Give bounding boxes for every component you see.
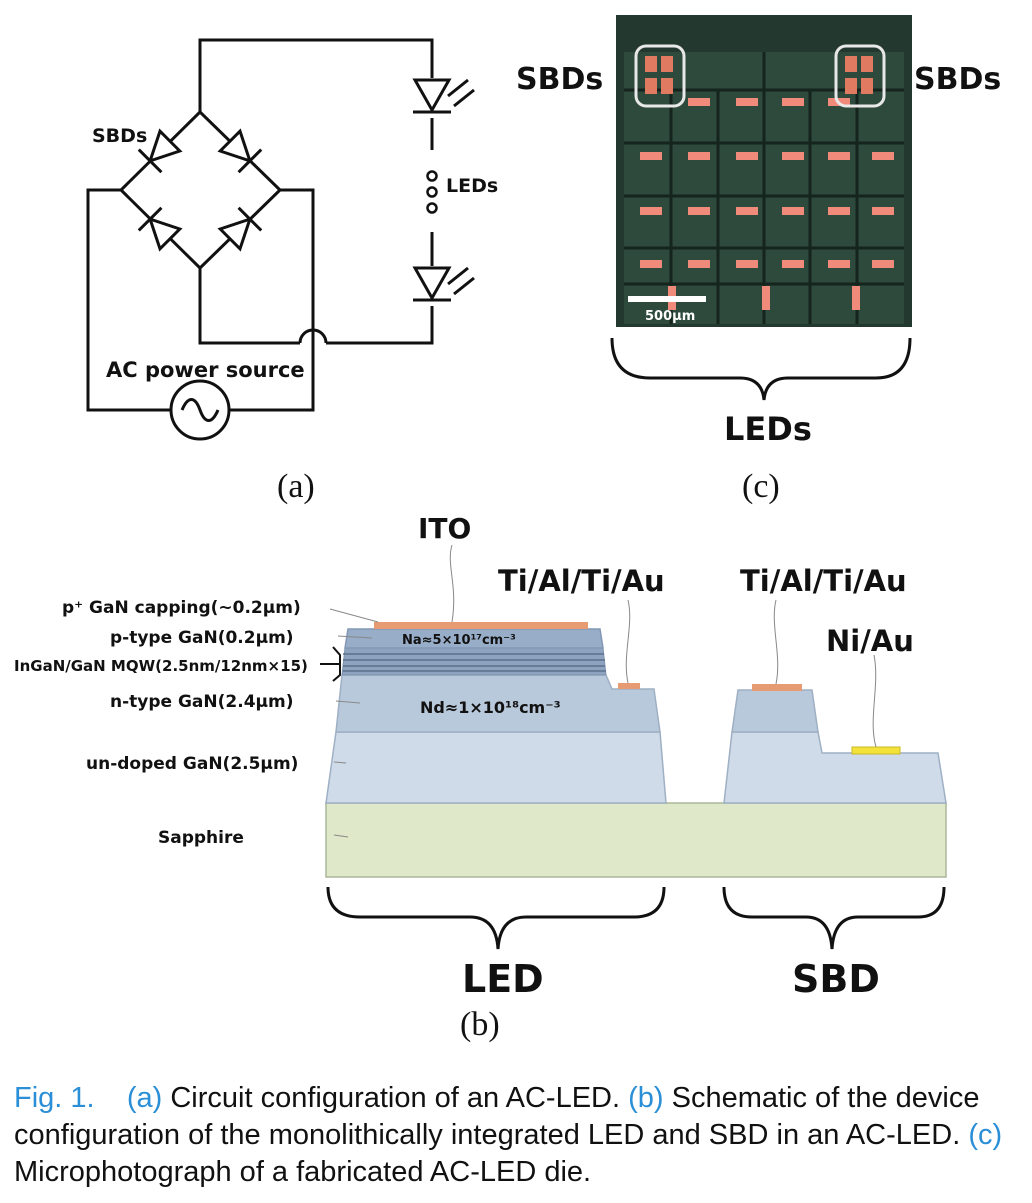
layer-label-ntype: n-type GaN(2.4μm)	[110, 692, 294, 712]
contact-label-left: Ti/Al/Ti/Au	[498, 564, 665, 598]
niau-label: Ni/Au	[826, 624, 914, 658]
sbd-brace	[722, 886, 946, 950]
circuit-wires	[86, 38, 434, 412]
sbd-brace-label: SBD	[792, 957, 880, 1001]
sbd-undoped-layer	[723, 731, 947, 804]
layer-label-sapphire: Sapphire	[158, 828, 244, 848]
contact-label-right: Ti/Al/Ti/Au	[740, 564, 907, 598]
sbds-label-c-right: SBDs	[914, 62, 1001, 97]
layer-label-capping: p⁺ GaN capping(~0.2μm)	[62, 598, 301, 618]
die-microphotograph: 500μm SBDs SBDs LEDs (c)	[516, 15, 1001, 505]
sbd-highlight-right	[834, 44, 886, 108]
sbd-diode-upper-left	[137, 128, 183, 174]
ito-contact	[374, 622, 588, 629]
leader-lines	[329, 544, 877, 838]
sbds-label-c-left: SBDs	[516, 62, 603, 97]
sbd-highlight-left	[634, 44, 686, 108]
led-ellipsis-dots	[426, 170, 438, 214]
scale-bar	[628, 296, 706, 302]
led-symbol-bottom	[412, 266, 475, 302]
layer-label-mqw: InGaN/GaN MQW(2.5nm/12nm×15)	[14, 657, 308, 675]
caption-fig-number: Fig. 1.	[14, 1082, 95, 1114]
caption-text-b: Schematic of the device configuration of…	[14, 1082, 980, 1151]
leds-label-a: LEDs	[446, 175, 498, 197]
layer-label-undoped: un-doped GaN(2.5μm)	[86, 754, 298, 774]
doping-na-label: Na≈5×10¹⁷cm⁻³	[402, 633, 516, 648]
caption-text-a: Circuit configuration of an AC-LED.	[162, 1082, 629, 1114]
sapphire-layer	[325, 802, 947, 878]
panel-letter-a: (a)	[277, 468, 315, 505]
sbds-label-a: SBDs	[92, 125, 147, 147]
sbd-diode-lower-right	[217, 206, 263, 252]
ac-source-symbol	[169, 379, 231, 441]
led-symbol-top	[412, 78, 475, 114]
sbd-ntype-layer	[731, 689, 819, 733]
led-brace	[326, 886, 666, 950]
doping-nd-label: Nd≈1×10¹⁸cm⁻³	[420, 698, 561, 717]
led-ptype-layer	[344, 628, 604, 649]
sbd-diode-lower-left	[137, 206, 183, 252]
scale-bar-label: 500μm	[645, 309, 695, 324]
caption-tag-c: (c)	[968, 1119, 1003, 1151]
sbd-ohmic-contact	[752, 684, 802, 691]
panel-letter-c: (c)	[742, 468, 780, 505]
panel-letter-b: (b)	[460, 1006, 500, 1043]
sbd-diode-upper-right	[217, 128, 263, 174]
ito-label: ITO	[418, 512, 471, 545]
ac-source-label: AC power source	[106, 358, 305, 382]
leds-brace-c	[610, 337, 912, 401]
led-undoped-layer	[325, 731, 667, 804]
led-brace-label: LED	[462, 957, 544, 1001]
circuit-diagram: SBDs LEDs AC power source (a)	[86, 38, 498, 505]
figure-caption: Fig. 1. (a) Circuit configuration of an …	[14, 1080, 1024, 1191]
led-ntype-contact	[618, 683, 640, 689]
device-cross-section: ITO Ti/Al/Ti/Au Ti/Al/Ti/Au Ni/Au p⁺ GaN…	[14, 512, 947, 1043]
caption-tag-b: (b)	[628, 1082, 664, 1114]
niau-contact	[851, 746, 901, 755]
caption-tag-a: (a)	[126, 1082, 163, 1114]
layer-label-ptype: p-type GaN(0.2μm)	[110, 628, 294, 648]
mqw-stripes	[343, 653, 606, 672]
caption-text-c: Microphotograph of a fabricated AC-LED d…	[14, 1156, 592, 1188]
leds-label-c: LEDs	[724, 410, 812, 448]
